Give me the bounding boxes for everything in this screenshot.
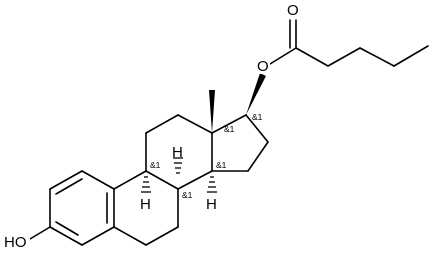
ring-d <box>211 114 269 172</box>
ester-oxygen-label: O <box>257 58 269 75</box>
valerate-chain <box>269 19 429 67</box>
ring-c <box>145 114 213 190</box>
methyl-wedge-bond <box>209 90 215 133</box>
stereo-label-c13: &1 <box>224 124 235 134</box>
ring-a <box>49 170 115 246</box>
stereo-label-c9: &1 <box>150 160 161 170</box>
stereo-label-c17: &1 <box>252 112 263 122</box>
h8-label: H <box>172 144 183 161</box>
stereo-label-c8: &1 <box>182 190 193 200</box>
h9-label: H <box>140 196 151 213</box>
h8-hash-bond <box>173 157 183 174</box>
carbonyl-oxygen-label: O <box>287 2 299 19</box>
h14-label: H <box>206 196 217 213</box>
stereo-label-c14: &1 <box>216 160 227 170</box>
ester-o-wedge-bond <box>246 73 266 115</box>
hydroxyl-label: HO <box>4 234 27 251</box>
ring-b <box>113 170 179 246</box>
h9-hash-bond <box>141 176 151 193</box>
hydroxyl-bond <box>29 226 51 240</box>
h14-hash-bond <box>207 176 217 193</box>
